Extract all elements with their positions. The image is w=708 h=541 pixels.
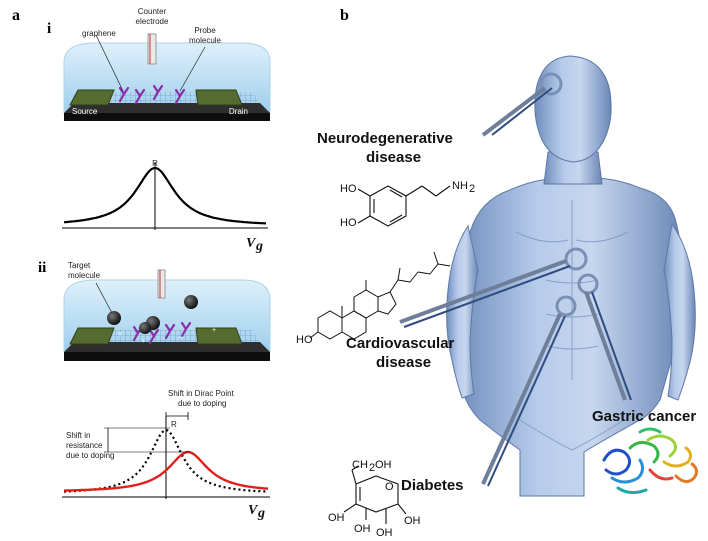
dopamine-structure xyxy=(357,185,451,227)
glucose-ring-o: O xyxy=(385,481,394,493)
axis-vg-ii-sub: g xyxy=(257,506,265,521)
label-shift-resistance-3: due to doping xyxy=(66,451,115,460)
disease-neurodegenerative-1: Neurodegenerative xyxy=(317,130,453,147)
label-shift-resistance-2: resistance xyxy=(66,441,103,450)
label-counter-electrode-2: electrode xyxy=(136,17,169,26)
label-target-molecule: Target xyxy=(68,261,91,270)
panel-a-roman-i: i xyxy=(47,21,51,37)
device-i: graphene Counter electrode Probe molecul… xyxy=(63,7,271,121)
label-probe-molecule: Probe xyxy=(194,26,216,35)
panel-a-roman-ii: ii xyxy=(38,260,46,276)
svg-text:+: + xyxy=(118,331,122,338)
glucose-oh-3: OH xyxy=(404,515,421,527)
dopamine-ho-1: HO xyxy=(340,183,357,195)
label-drain: Drain xyxy=(229,107,248,116)
axis-vg-ii: V xyxy=(248,503,259,518)
label-shift-resistance-1: Shift in xyxy=(66,431,90,440)
label-shift-dirac-1: Shift in Dirac Point xyxy=(168,389,235,398)
axis-vg-i-sub: g xyxy=(255,239,263,254)
axis-vg-i: V xyxy=(246,236,257,251)
dopamine-ho-2: HO xyxy=(340,217,357,229)
glucose-oh-2: OH xyxy=(354,523,371,535)
dirac-curve-ii: Shift in Dirac Point due to doping Shift… xyxy=(62,389,270,521)
human-body-illustration xyxy=(446,55,696,497)
label-source: Source xyxy=(72,107,98,116)
glucose-ch2oh-tail: OH xyxy=(375,459,392,471)
glucose-ch2oh: CH xyxy=(352,459,368,471)
dopamine-nh2: NH xyxy=(452,180,468,192)
svg-text:+: + xyxy=(179,335,183,342)
disease-gastric-cancer: Gastric cancer xyxy=(592,408,696,425)
disease-cardiovascular-1: Cardiovascular xyxy=(346,335,455,352)
glucose-ch2oh-sub: 2 xyxy=(369,462,375,474)
protein-ribbon-illustration xyxy=(602,427,699,495)
svg-text:+: + xyxy=(212,327,216,334)
leader-lines xyxy=(399,86,632,487)
glucose-oh-1: OH xyxy=(328,512,345,524)
disease-cardiovascular-2: disease xyxy=(376,354,431,371)
panel-a-letter: a xyxy=(12,7,20,24)
svg-text:+: + xyxy=(141,338,145,345)
disease-diabetes: Diabetes xyxy=(401,477,464,494)
dirac-curve-i: R V g xyxy=(62,159,268,254)
peak-label-ii: R xyxy=(171,420,177,429)
label-counter-electrode: Counter xyxy=(138,7,167,16)
glucose-oh-4: OH xyxy=(376,527,393,539)
cholesterol-ho: HO xyxy=(296,334,313,346)
cholesterol-structure xyxy=(309,251,451,340)
panel-b-letter: b xyxy=(340,7,349,24)
dopamine-nh2-sub: 2 xyxy=(469,183,475,195)
peak-label-i: R xyxy=(152,159,158,168)
label-graphene: graphene xyxy=(82,29,116,38)
glucose-structure xyxy=(343,465,407,524)
label-probe-molecule-2: molecule xyxy=(189,36,222,45)
label-target-molecule-2: molecule xyxy=(68,271,101,280)
disease-neurodegenerative-2: disease xyxy=(366,149,421,166)
device-ii: + + + + Target molecule xyxy=(63,261,271,361)
label-shift-dirac-2: due to doping xyxy=(178,399,227,408)
